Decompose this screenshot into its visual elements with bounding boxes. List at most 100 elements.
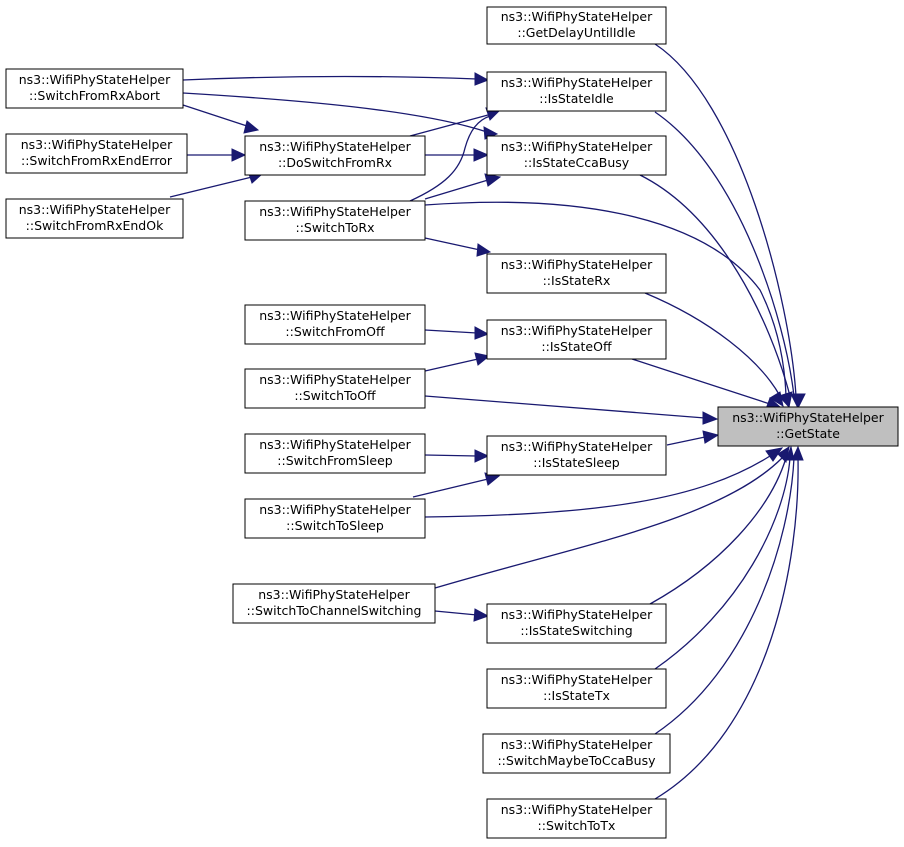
node-is-state-cca-busy[interactable]: ns3::WifiPhyStateHelper ::IsStateCcaBusy [486,135,667,176]
node-switch-to-channel-switching[interactable]: ns3::WifiPhyStateHelper ::SwitchToChanne… [232,583,436,624]
node-line2: ::SwitchToTx [538,818,616,833]
node-line1: ns3::WifiPhyStateHelper [501,607,653,622]
arrowhead-is-state-rx [476,243,492,257]
node-line2: ::IsStateSwitching [520,623,632,638]
node-line1: ns3::WifiPhyStateHelper [501,139,653,154]
node-line1: ns3::WifiPhyStateHelper [501,737,653,752]
node-line1: ns3::WifiPhyStateHelper [501,75,653,90]
edge-is-state-sleep-to-get-state [666,436,706,446]
node-line1: ns3::WifiPhyStateHelper [501,672,653,687]
node-line2: ::SwitchToSleep [286,518,384,533]
node-line1: ns3::WifiPhyStateHelper [259,204,411,219]
node-do-switch-from-rx[interactable]: ns3::WifiPhyStateHelper ::DoSwitchFromRx [244,135,426,176]
node-is-state-idle[interactable]: ns3::WifiPhyStateHelper ::IsStateIdle [486,71,667,112]
arrowhead-get-state-bottom-right [791,445,804,461]
node-line2: ::SwitchFromRxEndError [21,153,173,168]
node-line2: ::DoSwitchFromRx [278,155,392,170]
node-switch-from-rx-abort[interactable]: ns3::WifiPhyStateHelper ::SwitchFromRxAb… [5,68,184,109]
edge-do-switch-from-rx-to-is-state-idle [409,114,489,137]
node-is-state-off[interactable]: ns3::WifiPhyStateHelper ::IsStateOff [486,319,667,360]
edge-switch-to-rx-to-is-state-rx [424,237,481,251]
edge-switch-to-rx-to-get-state [424,201,787,397]
node-line1: ns3::WifiPhyStateHelper [259,308,411,323]
node-line2: ::IsStateRx [543,273,611,288]
edge-switch-from-off-to-is-state-off [424,329,478,334]
node-switch-to-rx[interactable]: ns3::WifiPhyStateHelper ::SwitchToRx [244,200,426,241]
node-switch-maybe-to-cca-busy[interactable]: ns3::WifiPhyStateHelper ::SwitchMaybeToC… [482,733,671,774]
node-switch-from-off[interactable]: ns3::WifiPhyStateHelper ::SwitchFromOff [244,304,426,345]
arrowhead-get-state-sleep [702,430,720,444]
arrowhead-get-state-top-left [769,391,784,408]
node-line1: ns3::WifiPhyStateHelper [259,372,411,387]
arrowhead-is-state-off-bottom [474,352,491,366]
node-line1: ns3::WifiPhyStateHelper [732,410,884,425]
node-line2: ::SwitchMaybeToCcaBusy [497,753,656,768]
edge-switch-from-sleep-to-is-state-sleep [424,454,478,457]
node-line1: ns3::WifiPhyStateHelper [19,72,171,87]
arrowhead-get-state-bottom-mid [785,445,795,461]
edge-is-state-tx-to-get-state [654,457,791,670]
node-get-state-focus[interactable]: ns3::WifiPhyStateHelper ::GetState [717,406,899,447]
node-switch-from-rx-end-ok[interactable]: ns3::WifiPhyStateHelper ::SwitchFromRxEn… [5,198,184,239]
edge-switch-from-rx-abort-to-is-state-idle [182,75,478,81]
edge-switch-to-channel-switching-to-is-state-switching [434,610,478,616]
edge-switch-to-rx-to-is-state-idle [409,115,491,202]
arrowhead-is-state-switching [473,608,490,622]
arrowhead-get-state-switch-to-sleep [765,447,784,462]
node-line1: ns3::WifiPhyStateHelper [501,439,653,454]
node-line2: ::SwitchFromRxAbort [29,88,160,103]
node-is-state-rx[interactable]: ns3::WifiPhyStateHelper ::IsStateRx [486,253,667,294]
node-switch-from-rx-end-error[interactable]: ns3::WifiPhyStateHelper ::SwitchFromRxEn… [5,133,188,174]
arrowhead-is-state-idle-left [474,72,490,86]
edge-switch-to-off-to-get-state [424,395,706,419]
nodes-layer: ns3::WifiPhyStateHelper ::GetDelayUntilI… [5,6,899,839]
node-line1: ns3::WifiPhyStateHelper [501,257,653,272]
node-line1: ns3::WifiPhyStateHelper [259,139,411,154]
edge-is-state-idle-to-get-state [654,111,795,397]
arrowhead-get-state-top-mid [778,391,793,409]
node-line2: ::SwitchFromRxEndOk [26,218,164,233]
node-line1: ns3::WifiPhyStateHelper [501,323,653,338]
edge-get-delay-until-idle-to-get-state [654,43,797,397]
node-line2: ::IsStateOff [541,339,612,354]
node-line2: ::IsStateIdle [539,91,614,106]
node-line1: ns3::WifiPhyStateHelper [258,587,410,602]
edges-layer [169,43,799,800]
arrowhead-is-state-sleep-top [474,449,490,463]
node-line1: ns3::WifiPhyStateHelper [21,137,173,152]
edge-switch-to-channel-switching-to-get-state [434,457,783,589]
node-is-state-tx[interactable]: ns3::WifiPhyStateHelper ::IsStateTx [486,668,667,709]
edge-switch-to-sleep-to-is-state-sleep [412,478,489,498]
edge-is-state-rx-to-get-state [644,292,781,397]
edge-switch-to-sleep-to-get-state [424,455,771,518]
node-is-state-switching[interactable]: ns3::WifiPhyStateHelper ::IsStateSwitchi… [486,603,667,644]
node-switch-from-sleep[interactable]: ns3::WifiPhyStateHelper ::SwitchFromSlee… [244,433,426,474]
node-switch-to-tx[interactable]: ns3::WifiPhyStateHelper ::SwitchToTx [486,798,667,839]
node-line2: ::GetState [776,426,840,441]
node-switch-to-off[interactable]: ns3::WifiPhyStateHelper ::SwitchToOff [244,368,426,409]
edge-switch-from-rx-abort-to-is-state-cca-busy [182,92,488,133]
node-line2: ::IsStateTx [543,688,610,703]
node-line1: ns3::WifiPhyStateHelper [19,202,171,217]
node-line2: ::SwitchToRx [296,220,375,235]
arrowhead-do-switch-from-rx-top [243,120,260,134]
edge-switch-to-tx-to-get-state [654,457,799,800]
arrowhead-get-state-switch-to-off [702,411,719,425]
node-switch-to-sleep[interactable]: ns3::WifiPhyStateHelper ::SwitchToSleep [244,498,426,539]
edge-is-state-cca-busy-to-get-state [639,174,791,397]
node-line1: ns3::WifiPhyStateHelper [501,802,653,817]
node-line2: ::IsStateSleep [533,455,619,470]
arrows-layer [231,72,806,622]
edge-switch-to-rx-to-is-state-cca-busy [424,179,489,200]
node-get-delay-until-idle[interactable]: ns3::WifiPhyStateHelper ::GetDelayUntilI… [486,6,667,45]
node-line2: ::GetDelayUntilIdle [517,25,636,40]
edge-switch-from-rx-end-ok-to-do-switch-from-rx [169,176,253,198]
edge-is-state-off-to-get-state [631,358,771,405]
arrowhead-is-state-cca-busy-left [473,148,490,162]
edge-switch-from-rx-abort-to-do-switch-from-rx [182,104,251,128]
node-is-state-sleep[interactable]: ns3::WifiPhyStateHelper ::IsStateSleep [486,435,667,476]
node-line2: ::SwitchToChannelSwitching [247,603,422,618]
arrowhead-is-state-cca-busy-bottom [484,173,502,187]
edge-switch-maybe-to-cca-busy-to-get-state [654,457,795,735]
